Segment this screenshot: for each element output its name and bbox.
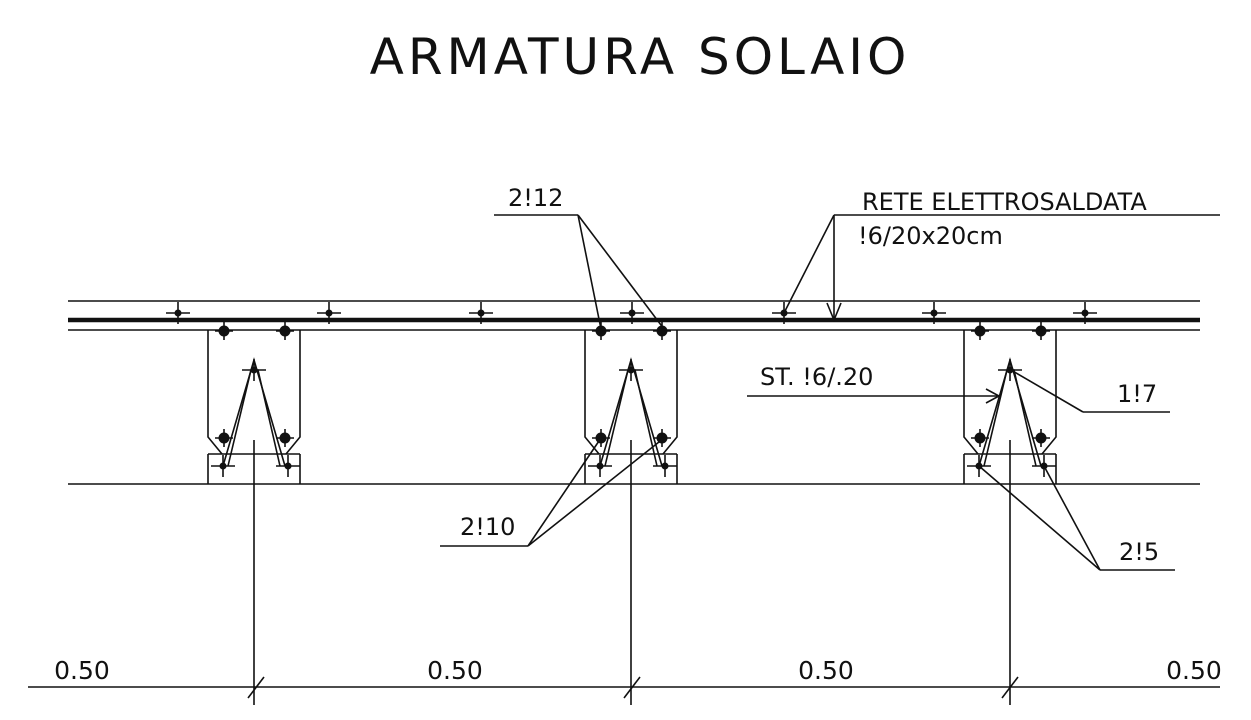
rebar-section <box>276 429 294 447</box>
joist-web-right <box>1041 330 1057 455</box>
rebar-section <box>653 322 671 340</box>
small-bar-section <box>242 359 266 381</box>
joist-web-right <box>285 330 301 455</box>
slab-outline <box>68 300 1200 485</box>
label-bottom-bars: 2!10 <box>440 437 665 547</box>
dimension-line: 0.50 0.50 0.50 0.50 <box>28 656 1222 699</box>
label-top-bars: 2!12 <box>494 184 665 330</box>
small-bar-section <box>166 302 190 324</box>
rebar-section <box>1032 429 1050 447</box>
joist-axes <box>253 440 1011 705</box>
rib-bar-label: 1!7 <box>1117 380 1157 408</box>
drawing-title: ARMATURA SOLAIO <box>370 28 911 86</box>
rebar-section <box>276 322 294 340</box>
dimension-label-2: 0.50 <box>427 656 483 685</box>
rebar-section <box>1032 322 1050 340</box>
small-bar-section <box>276 455 300 477</box>
small-bar-section <box>922 302 946 324</box>
joists <box>207 322 1057 484</box>
rebar-section <box>653 429 671 447</box>
small-bar-section <box>1073 302 1097 324</box>
bottom-bars-label: 2!10 <box>460 513 515 541</box>
small-bar-section <box>588 455 612 477</box>
small-bar-section <box>317 302 341 324</box>
dimension-label-1: 0.50 <box>54 656 110 685</box>
dimension-label-3: 0.50 <box>798 656 854 685</box>
stirrups-label: ST. !6/.20 <box>760 363 873 391</box>
small-bar-section <box>211 455 235 477</box>
mesh-label-line2: !6/20x20cm <box>858 222 1003 250</box>
small-bar-section <box>620 302 644 324</box>
rebar-section <box>592 322 610 340</box>
dimension-label-4: 0.50 <box>1166 656 1222 685</box>
label-stirrups: ST. !6/.20 <box>747 363 1001 404</box>
joist-web-left <box>963 330 979 455</box>
small-bar-section <box>469 302 493 324</box>
label-mesh: RETE ELETTROSALDATA !6/20x20cm <box>783 188 1220 323</box>
top-bars-label: 2!12 <box>508 184 563 212</box>
mesh-bar-marks <box>166 302 1097 324</box>
joist-web-left <box>207 330 223 455</box>
label-rib-bar: 1!7 <box>1010 369 1170 413</box>
joist-web-right <box>662 330 678 455</box>
rebar-section <box>215 322 233 340</box>
label-base-bars: 2!5 <box>978 465 1175 571</box>
mesh-label-line1: RETE ELETTROSALDATA <box>862 188 1147 216</box>
rebar-section <box>971 429 989 447</box>
small-bar-section <box>998 359 1022 381</box>
base-bars-label: 2!5 <box>1119 538 1159 566</box>
rebar-section <box>215 429 233 447</box>
rebar-section <box>971 322 989 340</box>
small-bar-section <box>653 455 677 477</box>
joist-1 <box>207 322 301 484</box>
small-bar-section <box>619 359 643 381</box>
